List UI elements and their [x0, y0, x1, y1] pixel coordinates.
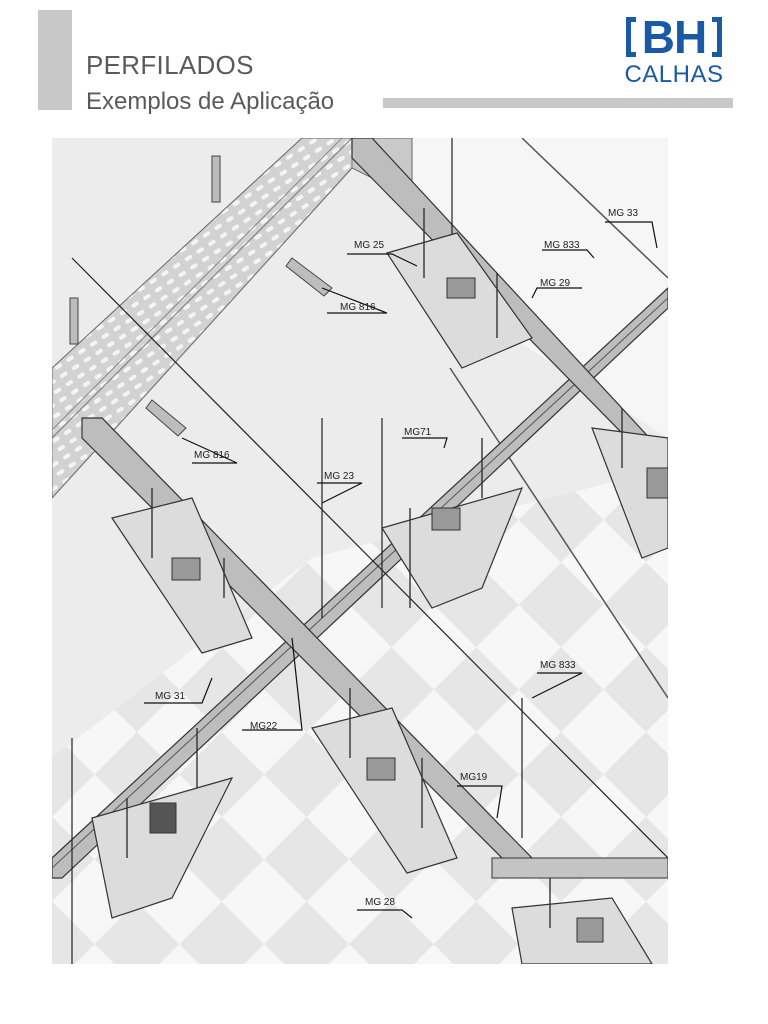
fixture-hangers: [126, 208, 623, 928]
wall-edge: [449, 367, 668, 699]
logo-left-bracket-icon: [625, 17, 636, 57]
wall-edge-upper: [521, 138, 668, 279]
main-strut-rail: [52, 287, 668, 879]
label-mg33: MG 33: [608, 208, 638, 219]
header-rule: [383, 98, 733, 108]
label-leaders: [144, 221, 658, 919]
label-mg29: MG 29: [540, 278, 570, 289]
label-mg19: MG19: [460, 772, 488, 783]
logo-name: CALHAS: [624, 61, 724, 88]
page-subtitle: Exemplos de Aplicação: [86, 88, 335, 115]
logo-right-bracket-icon: [712, 17, 723, 57]
label-mg23: MG 23: [324, 471, 354, 482]
logo-mark: BH: [641, 11, 707, 63]
fixture-blocks: [149, 277, 668, 943]
label-mg25: MG 25: [354, 240, 384, 251]
label-mg833-mid: MG 833: [540, 660, 576, 671]
label-mg816-top: MG 816: [340, 302, 376, 313]
label-mg28: MG 28: [365, 897, 395, 908]
callout-labels: MG 33 MG 833 MG 25 MG 29 MG 816 MG71 MG …: [155, 208, 638, 908]
application-illustration: MG 33 MG 833 MG 25 MG 29 MG 816 MG71 MG …: [52, 138, 668, 964]
label-mg71: MG71: [404, 427, 432, 438]
label-mg22: MG22: [250, 721, 278, 732]
label-mg833-top: MG 833: [544, 240, 580, 251]
page-title: PERFILADOS: [86, 50, 254, 80]
brand-logo: BH CALHAS: [608, 14, 740, 90]
label-mg816-left: MG 816: [194, 450, 230, 461]
label-mg31: MG 31: [155, 691, 185, 702]
header-side-bar: [38, 10, 72, 110]
logo-mark-row: BH: [608, 14, 740, 60]
wall-brackets: [69, 155, 333, 437]
